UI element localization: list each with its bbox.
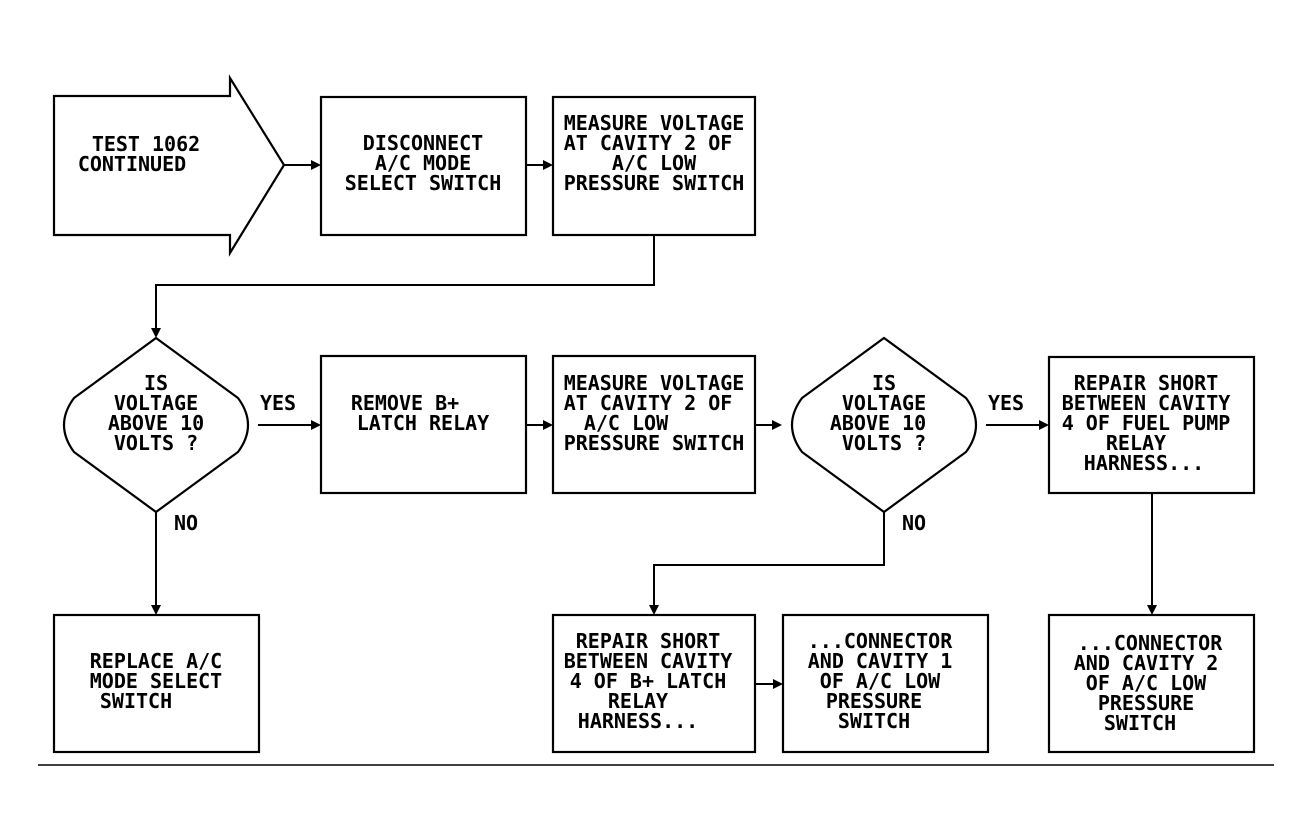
decision1-line-4: VOLTS ? bbox=[114, 431, 198, 455]
conn1-line-4: PRESSURE bbox=[826, 689, 922, 713]
connector-decision1-no bbox=[151, 512, 161, 615]
decision1-line-3: ABOVE 10 bbox=[108, 411, 204, 435]
replace-line-1: REPLACE A/C bbox=[90, 649, 222, 673]
decision1-line-1: IS bbox=[144, 371, 168, 395]
decision1-line-2: VOLTAGE bbox=[114, 391, 198, 415]
decision2-line-4: VOLTS ? bbox=[842, 431, 926, 455]
repair-fuel-line-2: BETWEEN CAVITY bbox=[1062, 391, 1231, 415]
decision2-line-1: IS bbox=[872, 371, 896, 395]
disconnect-line-2: A/C MODE bbox=[375, 151, 471, 175]
start-label-line-2: CONTINUED bbox=[78, 152, 186, 176]
repair-fuel-line-4: RELAY bbox=[1106, 431, 1166, 455]
decision1-yes-label: YES bbox=[260, 391, 296, 415]
connector-decision2-no bbox=[649, 512, 885, 615]
connector-cavity-1-box: ...CONNECTOR AND CAVITY 1 OF A/C LOW PRE… bbox=[781, 613, 990, 754]
decision2-line-2: VOLTAGE bbox=[842, 391, 926, 415]
repair-latch-line-1: REPAIR SHORT bbox=[576, 629, 721, 653]
repair-fuel-line-5: HARNESS... bbox=[1084, 451, 1204, 475]
disconnect-line-1: DISCONNECT bbox=[363, 131, 483, 155]
measure2-line-3: A/C LOW bbox=[584, 411, 669, 435]
repair-latch-relay-harness-box: REPAIR SHORT BETWEEN CAVITY 4 OF B+ LATC… bbox=[551, 613, 757, 754]
conn2-line-2: AND CAVITY 2 bbox=[1074, 651, 1219, 675]
start-label-line-1: TEST 1062 bbox=[92, 132, 200, 156]
connector-remove-to-measure2 bbox=[526, 420, 553, 430]
replace-line-2: MODE SELECT bbox=[90, 669, 222, 693]
conn1-line-2: AND CAVITY 1 bbox=[808, 649, 953, 673]
start-arrow-node: TEST 1062 CONTINUED bbox=[52, 74, 286, 257]
measure1-line-1: MEASURE VOLTAGE bbox=[564, 111, 745, 135]
conn2-line-4: PRESSURE bbox=[1098, 691, 1194, 715]
conn2-line-1: ...CONNECTOR bbox=[1078, 631, 1223, 655]
measure2-line-4: PRESSURE SWITCH bbox=[564, 431, 745, 455]
disconnect-line-3: SELECT SWITCH bbox=[345, 171, 502, 195]
disconnect-switch-box: DISCONNECT A/C MODE SELECT SWITCH bbox=[319, 95, 528, 237]
measure2-line-2: AT CAVITY 2 OF bbox=[564, 391, 733, 415]
measure1-line-3: A/C LOW bbox=[612, 151, 697, 175]
connector-measure1-to-decision1 bbox=[151, 235, 655, 338]
conn2-line-5: SWITCH bbox=[1104, 711, 1176, 735]
conn1-line-1: ...CONNECTOR bbox=[808, 629, 953, 653]
voltage-decision-2: IS VOLTAGE ABOVE 10 VOLTS ? bbox=[790, 336, 978, 514]
repair-latch-line-2: BETWEEN CAVITY bbox=[564, 649, 733, 673]
replace-line-3: SWITCH bbox=[100, 689, 172, 713]
measure-voltage-box-1: MEASURE VOLTAGE AT CAVITY 2 OF A/C LOW P… bbox=[551, 95, 757, 237]
remove-latch-relay-box: REMOVE B+ LATCH RELAY bbox=[319, 354, 528, 495]
measure1-line-2: AT CAVITY 2 OF bbox=[564, 131, 733, 155]
repair-fuel-line-1: REPAIR SHORT bbox=[1074, 371, 1219, 395]
connector-measure2-to-decision2 bbox=[755, 420, 782, 430]
repair-latch-line-4: RELAY bbox=[608, 689, 668, 713]
connector-cavity-2-box: ...CONNECTOR AND CAVITY 2 OF A/C LOW PRE… bbox=[1047, 613, 1256, 754]
repair-fuel-pump-harness-box: REPAIR SHORT BETWEEN CAVITY 4 OF FUEL PU… bbox=[1047, 355, 1256, 495]
decision2-yes-label: YES bbox=[988, 391, 1024, 415]
remove-relay-line-1: REMOVE B+ bbox=[351, 391, 459, 415]
replace-mode-switch-box: REPLACE A/C MODE SELECT SWITCH bbox=[52, 613, 261, 754]
repair-latch-line-5: HARNESS... bbox=[578, 709, 698, 733]
decision2-no-label: NO bbox=[902, 511, 926, 535]
measure2-line-1: MEASURE VOLTAGE bbox=[564, 371, 745, 395]
decision2-line-3: ABOVE 10 bbox=[830, 411, 926, 435]
decision1-no-label: NO bbox=[174, 511, 198, 535]
conn1-line-5: SWITCH bbox=[838, 709, 910, 733]
repair-fuel-line-3: 4 OF FUEL PUMP bbox=[1062, 411, 1231, 435]
repair-latch-line-3: 4 OF B+ LATCH bbox=[570, 669, 727, 693]
connector-decision2-yes bbox=[986, 420, 1049, 430]
connector-repair-fuel-to-connector2 bbox=[1147, 493, 1157, 615]
conn1-line-3: OF A/C LOW bbox=[820, 669, 941, 693]
connector-decision1-yes bbox=[258, 420, 321, 430]
connector-start-to-disconnect bbox=[284, 160, 321, 170]
measure-voltage-box-2: MEASURE VOLTAGE AT CAVITY 2 OF A/C LOW P… bbox=[551, 354, 757, 495]
measure1-line-4: PRESSURE SWITCH bbox=[564, 171, 745, 195]
remove-relay-line-2: LATCH RELAY bbox=[357, 411, 489, 435]
connector-disconnect-to-measure1 bbox=[526, 160, 553, 170]
conn2-line-3: OF A/C LOW bbox=[1086, 671, 1207, 695]
voltage-decision-1: IS VOLTAGE ABOVE 10 VOLTS ? bbox=[62, 336, 250, 514]
connector-repair-latch-to-connector1 bbox=[755, 679, 783, 689]
